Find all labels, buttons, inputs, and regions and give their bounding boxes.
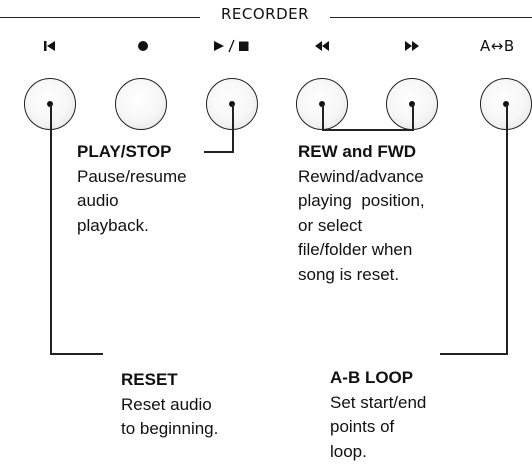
ab-loop-leader-horizontal bbox=[440, 353, 508, 355]
play-stop-leader-vertical bbox=[232, 104, 234, 152]
reset-line-1: Reset audio bbox=[121, 394, 212, 414]
reset-leader-horizontal bbox=[50, 353, 103, 355]
play-stop-line-3: playback. bbox=[77, 215, 149, 235]
rew-fwd-title: REW and FWD bbox=[298, 142, 417, 161]
ab-loop-title: A-B LOOP bbox=[330, 368, 414, 387]
ab-loop-description: A-B LOOP Set start/end points of loop. bbox=[330, 366, 426, 464]
reset-description: RESET Reset audio to beginning. bbox=[121, 368, 218, 442]
ab-loop-line-2: points of bbox=[330, 417, 395, 436]
header-rule-left bbox=[0, 17, 205, 18]
ab-loop-line-3: loop. bbox=[330, 441, 367, 461]
play-stop-leader-horizontal bbox=[204, 151, 234, 153]
play-stop-title: PLAY/STOP bbox=[77, 142, 172, 161]
play-stop-description: PLAY/STOP Pause/resume audio playback. bbox=[77, 140, 187, 238]
record-button[interactable] bbox=[115, 78, 167, 130]
fast-forward-leader-vertical bbox=[412, 104, 414, 130]
rew-fwd-line-1: Rewind/advance bbox=[298, 166, 424, 186]
reset-leader-vertical bbox=[50, 104, 52, 354]
rewind-icon bbox=[308, 36, 336, 56]
rew-fwd-line-2: playing position, bbox=[298, 191, 425, 210]
rewind-leader-vertical bbox=[322, 104, 324, 130]
reset-line-2: to beginning. bbox=[121, 419, 219, 438]
reset-icon bbox=[38, 36, 62, 56]
record-icon bbox=[131, 36, 155, 56]
fast-forward-icon bbox=[398, 36, 426, 56]
header-rule-right bbox=[325, 17, 532, 18]
play-stop-icon bbox=[208, 36, 260, 56]
ab-loop-icon: A↔B bbox=[480, 37, 515, 55]
reset-title: RESET bbox=[121, 370, 178, 389]
recorder-section-title: RECORDER bbox=[200, 5, 330, 23]
rew-fwd-line-3: or select bbox=[298, 215, 363, 235]
rew-fwd-leader-horizontal bbox=[322, 129, 414, 131]
play-stop-line-2: audio bbox=[77, 191, 119, 210]
rew-fwd-line-4: file/folder when bbox=[298, 240, 413, 259]
rew-fwd-line-5: song is reset. bbox=[298, 264, 400, 284]
rew-fwd-description: REW and FWD Rewind/advance playing posit… bbox=[298, 140, 425, 287]
ab-loop-line-1: Set start/end bbox=[330, 392, 427, 412]
ab-loop-leader-vertical bbox=[506, 104, 508, 354]
play-stop-line-1: Pause/resume bbox=[77, 166, 187, 186]
